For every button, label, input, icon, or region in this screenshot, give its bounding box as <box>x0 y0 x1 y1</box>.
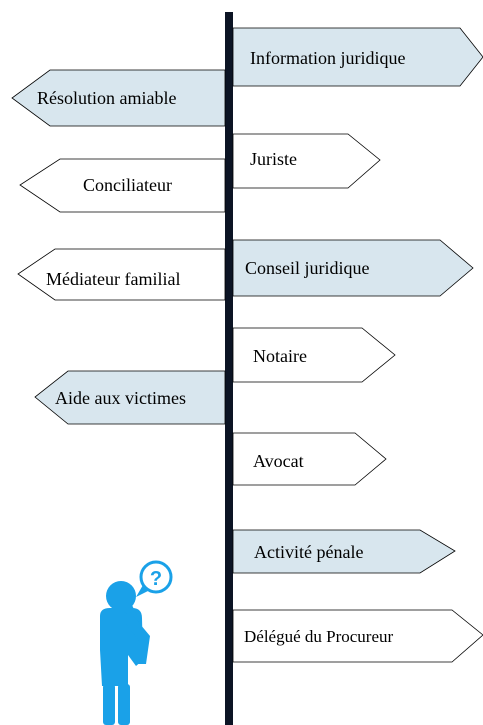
question-mark: ? <box>150 568 162 590</box>
sign-label: Notaire <box>253 346 307 366</box>
sign-conseil-juridique: Conseil juridique <box>232 239 474 297</box>
sign-notaire: Notaire <box>232 327 396 383</box>
sign-label: Information juridique <box>250 48 405 68</box>
sign-label: Résolution amiable <box>37 88 176 108</box>
sign-label: Aide aux victimes <box>55 388 186 408</box>
sign-label: Activité pénale <box>254 542 363 562</box>
sign-information-juridique: Information juridique <box>232 27 483 87</box>
question-bubble-icon: ? <box>136 560 173 597</box>
sign-juriste: Juriste <box>232 133 381 189</box>
thinking-person-icon: ? <box>100 560 173 725</box>
sign-delegue-du-procureur: Délégué du Procureur <box>232 609 483 663</box>
sign-mediateur-familial: Médiateur familial <box>17 248 226 301</box>
sign-label: Conciliateur <box>83 175 172 195</box>
sign-label: Délégué du Procureur <box>244 627 394 646</box>
sign-aide-aux-victimes: Aide aux victimes <box>34 370 226 425</box>
sign-avocat: Avocat <box>232 432 387 486</box>
sign-conciliateur: Conciliateur <box>19 158 226 213</box>
sign-activite-penale: Activité pénale <box>232 529 456 574</box>
sign-label: Avocat <box>253 451 304 471</box>
sign-label: Juriste <box>250 149 297 169</box>
sign-label: Conseil juridique <box>245 258 370 278</box>
sign-label: Médiateur familial <box>46 269 180 289</box>
signpost-pole <box>225 12 233 725</box>
sign-resolution-amiable: Résolution amiable <box>11 69 226 127</box>
